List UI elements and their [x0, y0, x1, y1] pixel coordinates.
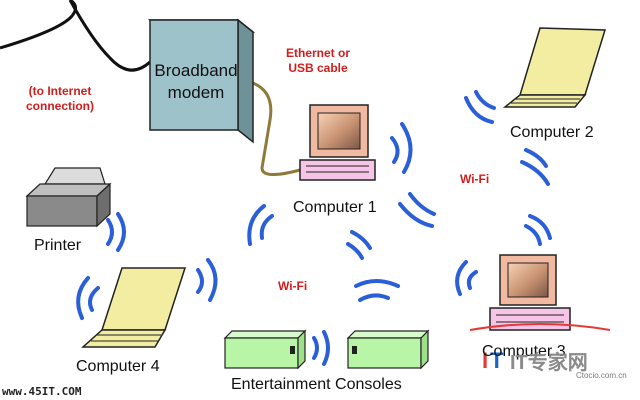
computer-4-icon: [81, 267, 187, 348]
wifi-wave: [350, 230, 372, 250]
wifi-wave: [88, 286, 100, 312]
computer-3-icon: [489, 254, 571, 331]
it-logo-watermark: I T: [469, 323, 611, 373]
printer-icon: [25, 167, 112, 228]
site-watermark: www.45IT.COM: [2, 385, 82, 398]
wifi-wave: [464, 96, 494, 124]
wifi-wave: [116, 212, 126, 252]
modem-label: Broadband modem: [154, 61, 238, 102]
computer-1-icon: [299, 104, 376, 181]
computer-1-label: Computer 1: [293, 199, 377, 216]
logo-watermark-text: IT专家网: [510, 352, 588, 374]
internet-annotation: (to Internet connection): [26, 84, 94, 113]
wifi-wave: [466, 270, 478, 290]
wifi-wave: [346, 242, 364, 260]
wifi-wave: [358, 293, 390, 302]
wifi-wave: [76, 276, 90, 320]
wifi-wave: [520, 160, 550, 186]
computer-2-icon: [502, 27, 607, 108]
svg-text:I: I: [482, 348, 488, 373]
ethernet-cable: [249, 80, 301, 176]
logo-watermark-subtext: Ctocio.com.cn: [576, 371, 627, 380]
wifi-wave: [474, 90, 496, 110]
wifi-wave: [524, 224, 542, 246]
wifi-wave: [398, 202, 434, 228]
consoles-label: Entertainment Consoles: [231, 376, 402, 393]
wifi-wave: [196, 268, 204, 294]
wifi-wave: [312, 336, 319, 360]
console-left-icon: [223, 329, 307, 370]
wifi-wave: [455, 260, 468, 296]
svg-text:T: T: [490, 348, 504, 373]
wifi-wave: [400, 122, 413, 174]
wifi-wave: [408, 192, 436, 216]
cable-annotation: Ethernet or USB cable: [286, 46, 351, 75]
wifi-wave: [354, 279, 400, 288]
wifi-wave: [524, 148, 548, 168]
wifi-wave: [322, 330, 330, 366]
computer-4-label: Computer 4: [76, 358, 160, 375]
wifi-waves: [76, 90, 552, 366]
computer-3-label: Computer 3: [482, 343, 566, 360]
printer-label: Printer: [34, 237, 82, 254]
broadband-modem: [147, 18, 256, 144]
wifi-wave: [528, 214, 552, 240]
computer-2-label: Computer 2: [510, 124, 594, 141]
wifi-center-label: Wi-Fi: [278, 279, 308, 293]
wifi-right-label: Wi-Fi: [460, 172, 490, 186]
wifi-wave: [247, 204, 266, 246]
wifi-wave: [106, 218, 114, 246]
wifi-wave: [259, 214, 274, 240]
internet-cable: [0, 0, 152, 72]
console-right-icon: [346, 329, 430, 370]
wifi-wave: [390, 136, 400, 164]
wifi-wave: [206, 258, 218, 302]
